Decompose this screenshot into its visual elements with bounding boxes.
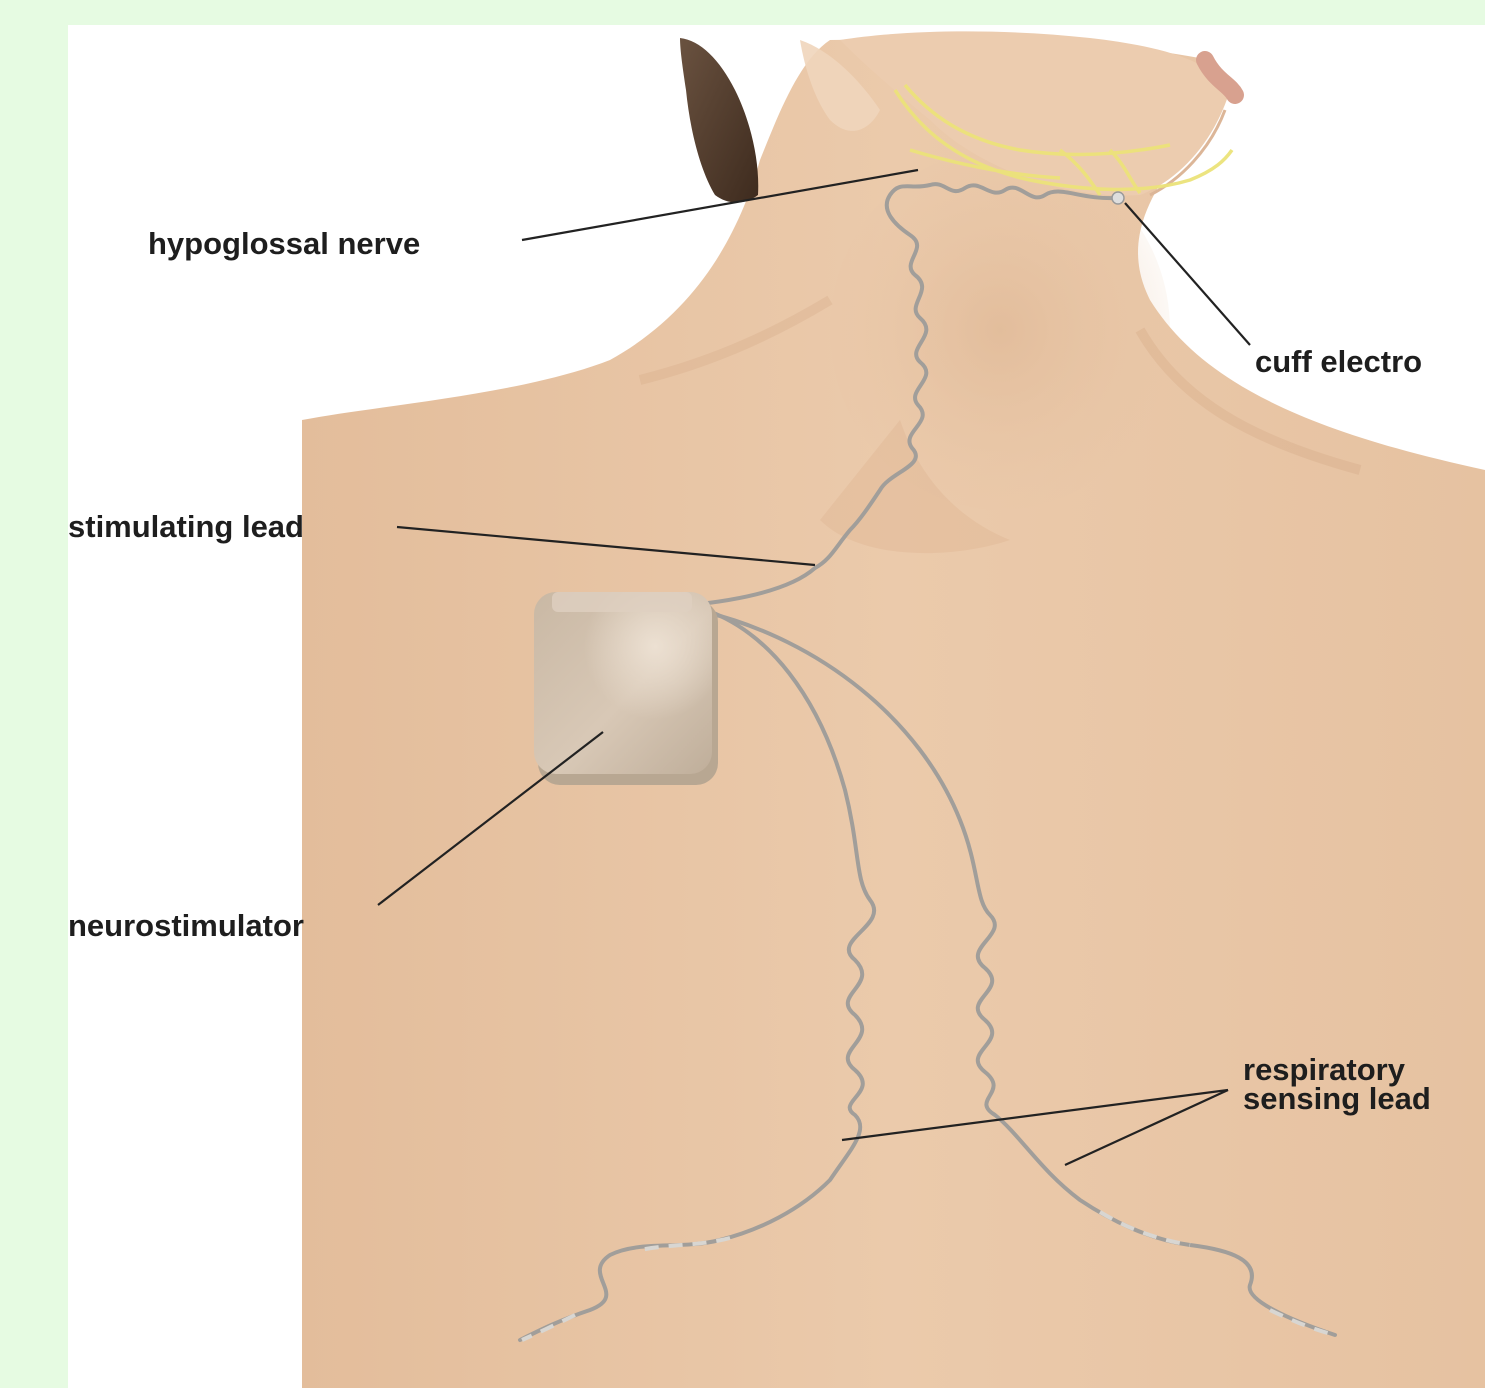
label-cuff-electrode: cuff electro [1255, 346, 1422, 377]
label-respiratory-line1: respiratory [1243, 1055, 1431, 1084]
cuff-electrode [1112, 192, 1124, 204]
neurostimulator-device [534, 592, 718, 785]
label-neurostimulator: neurostimulator [68, 910, 304, 941]
label-stimulating-lead: stimulating lead [68, 511, 304, 542]
label-respiratory-line2: sensing lead [1243, 1084, 1431, 1113]
label-respiratory-sensing-lead: respiratory sensing lead [1243, 1055, 1431, 1113]
label-hypoglossal-nerve: hypoglossal nerve [148, 228, 420, 259]
hair [680, 38, 758, 203]
